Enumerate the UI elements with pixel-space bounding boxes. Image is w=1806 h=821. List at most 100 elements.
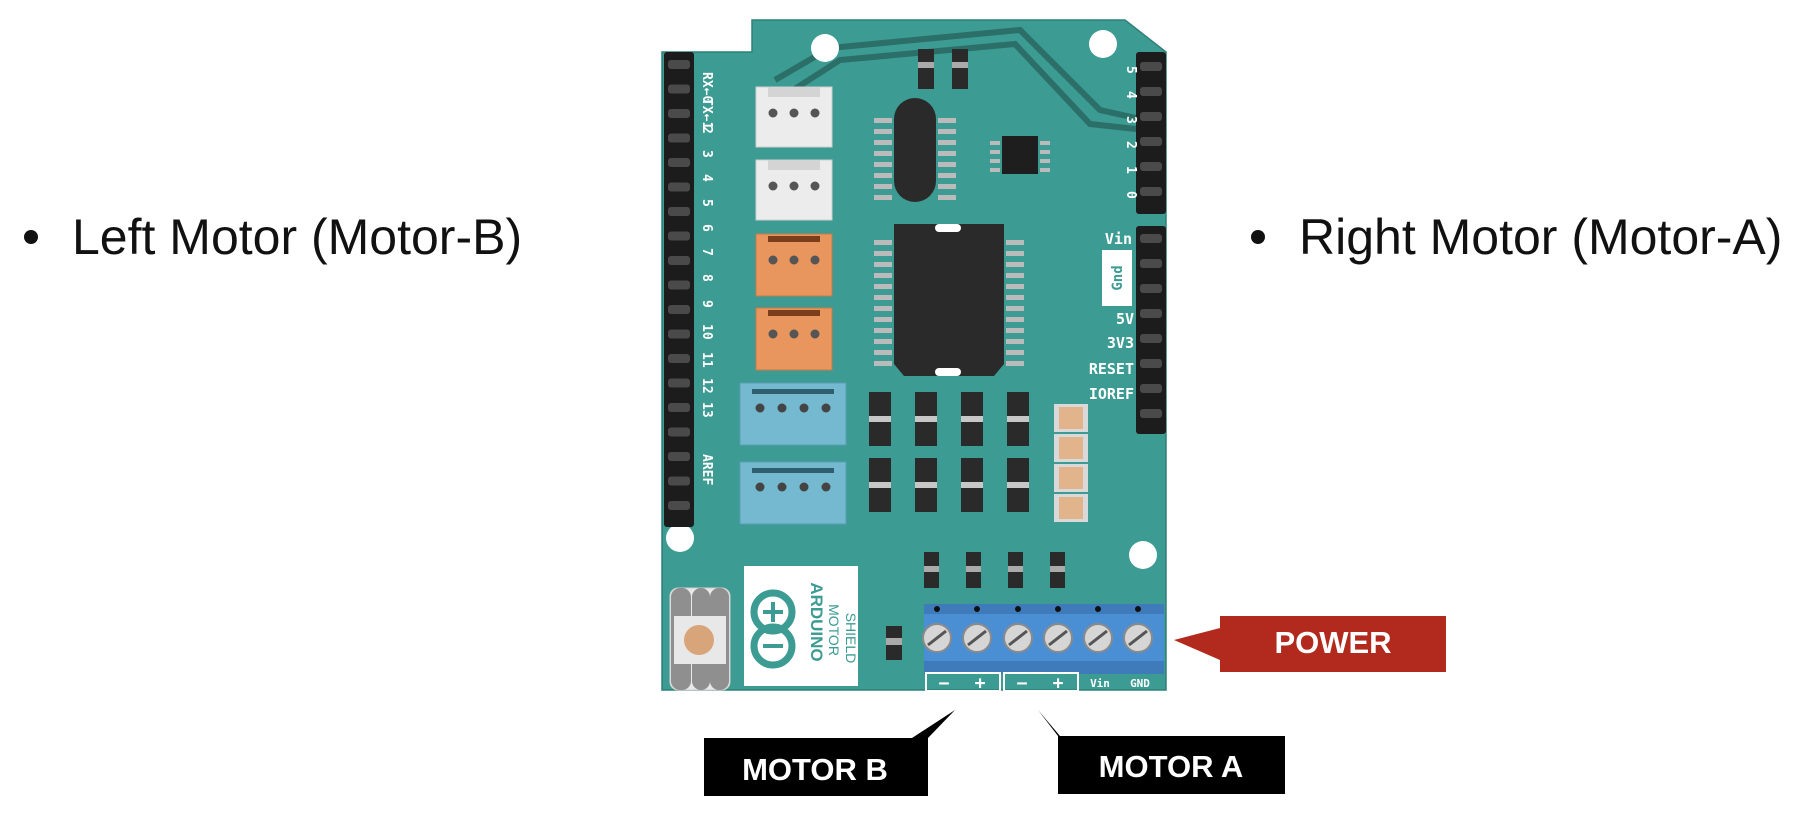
ic-chip-pins — [990, 141, 1050, 172]
left-pin-label: 6 — [699, 224, 714, 232]
ic-chip-small — [894, 98, 936, 202]
ic-pin — [990, 150, 1000, 154]
white-connector — [755, 86, 833, 148]
power-pin-reset: RESET — [1089, 360, 1134, 378]
smd-row — [924, 552, 1065, 588]
header-pin — [1140, 62, 1162, 71]
logo-line3: SHIELD — [843, 613, 859, 664]
left-pin-label: 12 — [699, 378, 714, 394]
header-pin — [1140, 162, 1162, 171]
ic-pin — [874, 361, 892, 366]
motor-a-callout: MOTOR A — [1038, 710, 1285, 794]
ic-pin — [874, 173, 892, 178]
header-pin — [668, 427, 690, 437]
ic-pin — [1006, 350, 1024, 355]
terminal-screws — [922, 606, 1153, 653]
header-pin — [1140, 259, 1162, 268]
right-digital-pins — [1140, 62, 1162, 196]
ic-pin — [938, 140, 956, 145]
ic-pin — [874, 284, 892, 289]
header-pin — [668, 231, 690, 241]
motor-b-callout: MOTOR B — [704, 710, 955, 796]
left-pin-label: TX←1 — [699, 98, 714, 129]
pcb-traces — [773, 26, 1146, 133]
power-callout-label: POWER — [1274, 625, 1391, 660]
capacitor-grid — [869, 392, 1029, 512]
ic-chip-pins — [874, 118, 956, 200]
ic-pin — [990, 141, 1000, 145]
header-pin — [1140, 309, 1162, 318]
power-pin-vin: Vin — [1105, 230, 1132, 248]
header-pin — [668, 305, 690, 314]
ic-pin — [938, 162, 956, 167]
ic-pin — [874, 129, 892, 134]
header-pin — [668, 378, 690, 388]
ic-pin — [874, 151, 892, 156]
ic-pin — [1006, 284, 1024, 289]
ic-pin — [1006, 251, 1024, 256]
left-pin-label: 8 — [699, 274, 714, 282]
ic-pin — [1040, 150, 1050, 154]
ic-pin — [1040, 141, 1050, 145]
motor-b-callout-label: MOTOR B — [742, 752, 888, 787]
ic-pin — [874, 339, 892, 344]
logo-line2: MOTOR — [826, 604, 842, 656]
motor-a-callout-label: MOTOR A — [1099, 749, 1244, 784]
ic-pin — [1006, 361, 1024, 366]
left-pin-label: 9 — [699, 300, 714, 308]
ic-pin — [874, 273, 892, 278]
ic-pin — [1006, 328, 1024, 333]
right-pin-label: 0 — [1123, 191, 1138, 199]
power-pin-3v3: 3V3 — [1107, 334, 1134, 352]
ic-pin — [874, 262, 892, 267]
ic-pin — [874, 317, 892, 322]
ic-pin — [938, 151, 956, 156]
bullet-dot — [1251, 229, 1265, 244]
header-pin — [668, 84, 690, 94]
header-pin — [668, 256, 690, 265]
power-pin-header — [1136, 226, 1166, 434]
motor-driver-ic — [894, 224, 1004, 376]
right-pin-label: 5 — [1123, 66, 1138, 74]
right-pin-label: 3 — [1123, 116, 1138, 124]
ic-chip-pins — [874, 240, 1024, 366]
header-pin — [668, 158, 690, 167]
ic-pin — [990, 159, 1000, 163]
ic-pin — [874, 350, 892, 355]
header-pin — [1140, 384, 1162, 393]
ic-pin — [1040, 159, 1050, 163]
header-pin — [668, 182, 690, 192]
ic-pin — [990, 168, 1000, 172]
arduino-logo: ARDUINO MOTOR SHIELD — [744, 566, 859, 686]
terminal-label: + — [1053, 673, 1064, 694]
white-connector — [755, 159, 833, 221]
mounting-hole — [811, 34, 839, 62]
blue-connector — [739, 461, 847, 525]
header-pin — [1140, 87, 1162, 96]
header-pin — [668, 133, 690, 143]
ic-pin — [938, 184, 956, 189]
header-pin — [1140, 334, 1162, 343]
ic-pin — [874, 306, 892, 311]
smd-component — [952, 49, 968, 89]
header-pin — [1140, 137, 1162, 146]
terminal-label: GND — [1130, 677, 1150, 690]
ic-pin — [1006, 339, 1024, 344]
right-motor-label: Right Motor (Motor-A) — [1299, 209, 1783, 265]
ic-pin — [874, 140, 892, 145]
orange-connector — [755, 307, 833, 371]
left-motor-label: Left Motor (Motor-B) — [72, 209, 523, 265]
reset-button — [669, 587, 731, 691]
header-pin — [668, 329, 690, 339]
ic-pin — [1006, 273, 1024, 278]
bullet-dot — [24, 229, 38, 244]
logo-name: ARDUINO — [807, 582, 826, 661]
left-pin-label: AREF — [699, 454, 714, 485]
header-pin — [1140, 359, 1162, 368]
ic-pin — [874, 162, 892, 167]
power-pin-5v: 5V — [1116, 310, 1134, 328]
header-pin — [668, 60, 690, 69]
